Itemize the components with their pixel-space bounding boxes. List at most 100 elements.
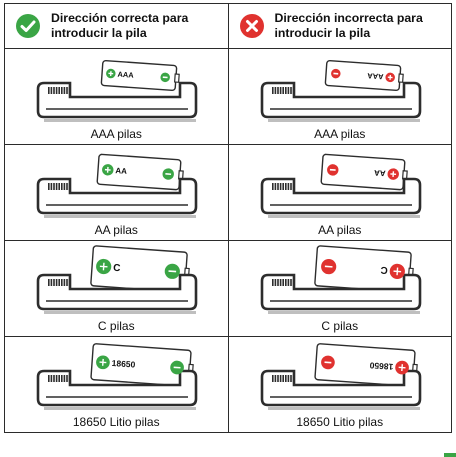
vent-slot <box>276 279 279 286</box>
vent-slot <box>276 183 279 190</box>
charger-illustration: C <box>260 245 421 314</box>
correct-cell: C C pilas <box>4 240 229 337</box>
vent-slot <box>48 279 50 286</box>
vent-slot <box>68 375 71 382</box>
vent-slot <box>55 279 58 286</box>
vent-slot <box>284 375 287 382</box>
plus-terminal-icon <box>389 263 405 279</box>
vent-slot <box>61 183 63 190</box>
vent-slot <box>274 375 276 382</box>
charger-body <box>260 177 421 218</box>
vent-slot <box>284 279 287 286</box>
vent-slot <box>53 87 55 94</box>
battery-label: 18650 <box>369 360 394 372</box>
vent-slot <box>279 183 281 190</box>
vent-slot <box>292 87 294 94</box>
charger-body <box>36 177 198 218</box>
vent-slot <box>289 87 292 94</box>
vent-slot <box>63 87 66 94</box>
vent-slot <box>63 279 66 286</box>
vent-slot <box>53 183 55 190</box>
check-circle-icon <box>16 14 40 38</box>
incorrect-direction-label: Dirección incorrecta para introducir la … <box>274 11 423 40</box>
vent-slot <box>274 87 276 94</box>
vent-slot <box>279 375 281 382</box>
vent-slot <box>55 87 58 94</box>
vent-slot <box>279 87 281 94</box>
plus-terminal-icon <box>384 72 395 83</box>
charger-body <box>36 369 198 410</box>
vent-slot <box>66 183 68 190</box>
charger-illustration: C <box>36 245 198 314</box>
vent-slot <box>50 87 53 94</box>
vent-slot <box>68 279 71 286</box>
battery-caption: AA pilas <box>94 223 138 237</box>
battery-caption: 18650 Litio pilas <box>296 415 384 429</box>
vent-slot <box>289 279 292 286</box>
charger-body <box>260 81 421 122</box>
plus-terminal-icon <box>387 168 399 180</box>
header-correct: Dirección correcta para introducir la pi… <box>4 3 229 49</box>
vent-slot <box>287 375 289 382</box>
vent-slot <box>287 87 289 94</box>
battery <box>324 59 404 92</box>
correct-cell: AA AA pilas <box>4 144 229 241</box>
vent-slot <box>66 375 68 382</box>
battery-orientation-sheet: Dirección correcta para introducir la pi… <box>4 3 452 453</box>
vent-slot <box>50 183 53 190</box>
vent-slot <box>279 279 281 286</box>
vent-slot <box>53 375 55 382</box>
minus-terminal-icon <box>326 164 338 176</box>
battery-caption: AAA pilas <box>90 127 142 141</box>
charger-illustration: AAA <box>260 59 421 122</box>
battery <box>320 153 408 191</box>
vent-slot <box>289 183 292 190</box>
orientation-table: Dirección correcta para introducir la pi… <box>4 3 452 433</box>
vent-slot <box>292 375 294 382</box>
battery-caption: 18650 Litio pilas <box>72 415 160 429</box>
vent-slot <box>66 87 68 94</box>
charger-illustration: AA <box>36 153 198 218</box>
minus-terminal-icon <box>320 259 336 275</box>
vent-slot <box>53 279 55 286</box>
vent-slot <box>287 279 289 286</box>
charger-illustration: 18650 <box>260 343 421 410</box>
vent-slot <box>271 87 274 94</box>
header-incorrect: Dirección incorrecta para introducir la … <box>227 3 452 49</box>
x-circle-icon <box>239 14 264 38</box>
charger-body <box>36 273 198 314</box>
charger-body <box>36 81 198 122</box>
vent-slot <box>55 183 58 190</box>
plus-terminal-icon <box>106 68 116 79</box>
vent-slot <box>292 279 294 286</box>
plus-terminal-icon <box>102 164 114 176</box>
vent-slot <box>276 87 279 94</box>
incorrect-cell: AA AA pilas <box>227 144 452 241</box>
battery-caption: AA pilas <box>318 223 362 237</box>
battery-caption: C pilas <box>97 319 135 333</box>
vent-slot <box>58 183 60 190</box>
vent-slot <box>271 375 274 382</box>
vent-slot <box>63 375 66 382</box>
battery-label: 18650 <box>111 358 136 370</box>
vent-slot <box>292 183 294 190</box>
incorrect-cell: 18650 18650 Litio pilas <box>227 336 452 433</box>
battery-caption: AAA pilas <box>314 127 366 141</box>
corner-mark <box>444 453 456 457</box>
minus-terminal-icon <box>320 355 335 370</box>
header-row: Dirección correcta para introducir la pi… <box>4 3 452 49</box>
vent-slot <box>289 375 292 382</box>
battery-label: AA <box>373 168 385 178</box>
vent-slot <box>287 183 289 190</box>
incorrect-cell: AAA AAA pilas <box>227 48 452 145</box>
vent-slot <box>276 375 279 382</box>
battery-caption: C pilas <box>321 319 359 333</box>
vent-slot <box>48 375 50 382</box>
correct-direction-label: Dirección correcta para introducir la pi… <box>51 11 189 40</box>
battery <box>100 59 180 92</box>
vent-slot <box>281 87 284 94</box>
vent-slot <box>271 279 274 286</box>
correct-cell: 18650 18650 Litio pilas <box>4 336 229 433</box>
vent-slot <box>63 183 66 190</box>
